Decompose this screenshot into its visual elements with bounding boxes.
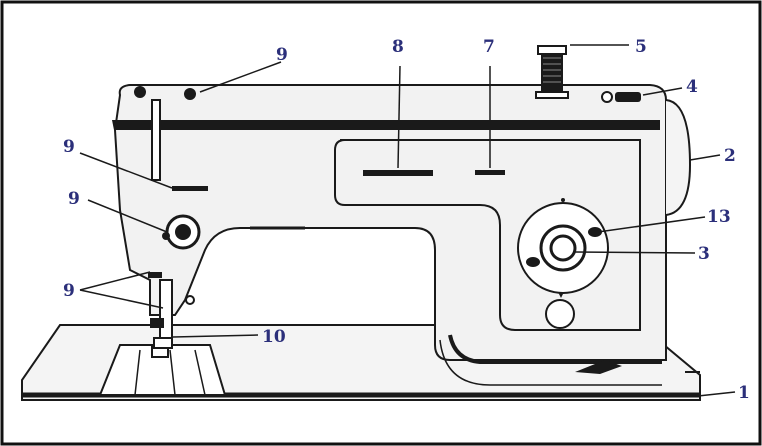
- callout-9-lever: 9: [63, 137, 75, 157]
- callout-4: 4: [686, 77, 698, 97]
- callout-1: 1: [738, 383, 750, 403]
- stitch-length-slot: [363, 170, 433, 176]
- handwheel: [665, 99, 692, 216]
- callout-9-tension: 9: [68, 189, 80, 209]
- machine-body: [112, 84, 667, 386]
- tension-dial: [162, 214, 201, 250]
- reverse-button: [545, 292, 575, 329]
- callout-3: 3: [698, 244, 710, 264]
- callout-labels: 9 8 7 5 4 2 9 9 13 3 9 10 1: [63, 37, 750, 403]
- bobbin-winder: [601, 91, 641, 103]
- needle-plate: [98, 344, 227, 396]
- callout-leaders: [79, 44, 736, 397]
- needle-assembly: [148, 272, 195, 349]
- take-up-lever: [151, 99, 208, 191]
- callout-8: 8: [392, 37, 404, 57]
- callout-10: 10: [262, 327, 286, 347]
- thread-guides-top: [134, 86, 196, 100]
- callout-2: 2: [724, 146, 736, 166]
- callout-13: 13: [707, 207, 731, 227]
- spool-of-thread: [535, 45, 569, 99]
- callout-9-top: 9: [276, 45, 288, 65]
- stitch-width-slot: [475, 170, 505, 175]
- callout-7: 7: [483, 37, 495, 57]
- callout-9-needle: 9: [63, 281, 75, 301]
- stitch-selector-dial: [517, 198, 609, 294]
- drop-feed-lever: [575, 360, 622, 374]
- callout-5: 5: [635, 37, 647, 57]
